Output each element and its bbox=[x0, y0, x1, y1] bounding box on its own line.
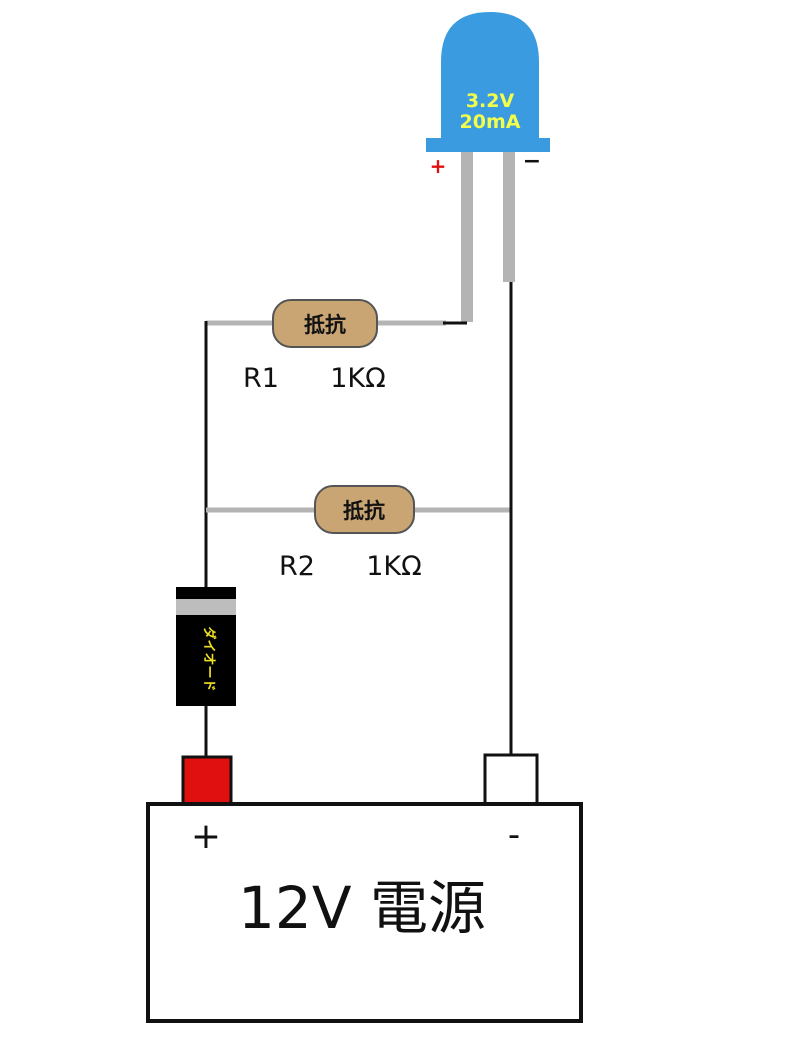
resistor-r1-body-text: 抵抗 bbox=[304, 313, 346, 337]
wires bbox=[204, 282, 513, 758]
resistor-r1: 抵抗 R1 1KΩ bbox=[243, 299, 386, 394]
resistor-r2-value: 1KΩ bbox=[366, 551, 422, 582]
diode-band bbox=[176, 599, 236, 615]
led-cathode-leg bbox=[503, 152, 515, 282]
resistor-r1-name: R1 bbox=[243, 363, 279, 394]
led: 3.2V 20mA + − bbox=[426, 12, 550, 322]
led-anode-leg bbox=[461, 152, 473, 322]
resistor-r1-value: 1KΩ bbox=[330, 363, 386, 394]
led-flange bbox=[426, 138, 550, 152]
led-voltage-label: 3.2V bbox=[466, 90, 515, 112]
resistor-r1-body bbox=[272, 299, 378, 348]
battery-body bbox=[146, 802, 583, 1023]
resistor-r2-body-text: 抵抗 bbox=[343, 499, 385, 523]
led-current-label: 20mA bbox=[460, 111, 521, 133]
diode-label: ダイオード bbox=[201, 626, 217, 691]
led-plus-mark: + bbox=[430, 154, 447, 178]
diode: ダイオード bbox=[176, 587, 236, 706]
resistor-r2-body bbox=[314, 485, 415, 534]
battery-minus-mark: - bbox=[508, 815, 520, 855]
battery-plus-terminal bbox=[181, 755, 233, 806]
led-dome bbox=[441, 12, 539, 140]
battery-label: 12V 電源 bbox=[238, 874, 486, 942]
resistor-r2: 抵抗 R2 1KΩ bbox=[279, 485, 422, 582]
led-minus-mark: − bbox=[523, 149, 541, 174]
battery-plus-mark: + bbox=[191, 816, 221, 857]
battery-minus-terminal bbox=[483, 753, 539, 807]
resistor-r2-name: R2 bbox=[279, 551, 315, 582]
battery: + - 12V 電源 bbox=[146, 753, 583, 1023]
